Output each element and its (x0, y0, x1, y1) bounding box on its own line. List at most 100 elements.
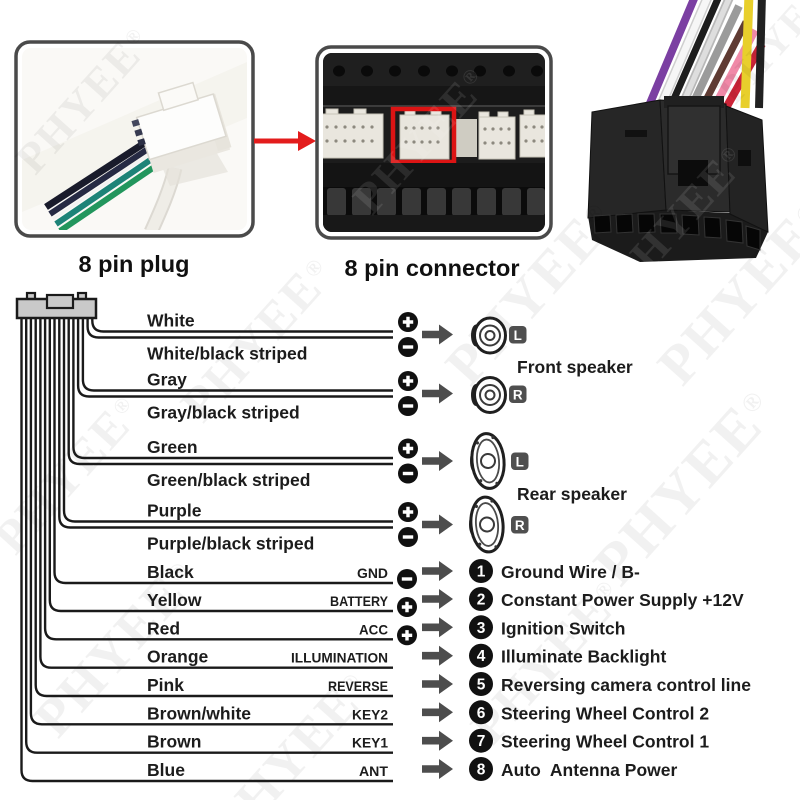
channel-badge-label: R (515, 518, 525, 533)
wire-color-label: White/black striped (147, 344, 307, 364)
arrow-icon (422, 702, 453, 723)
arrow-icon (422, 617, 453, 638)
plus-icon (396, 500, 420, 524)
minus-icon (396, 461, 420, 486)
channel-badge (511, 452, 529, 470)
wire-color-label: Purple/black striped (147, 534, 314, 554)
plus-icon (395, 623, 419, 647)
connector-photo: PHYEE® (323, 53, 545, 232)
vent-holes (333, 65, 543, 77)
wire-color-label: Brown (147, 732, 201, 752)
function-label: Steering Wheel Control 1 (501, 732, 709, 752)
arrow-icon (422, 730, 453, 751)
terminal-label: REVERSE (328, 678, 388, 694)
power-row-gnd: Black GND 1 Ground Wire / B- (147, 559, 640, 591)
speaker-pair-row-rear-left: Green Green/black striped L (147, 430, 529, 492)
wire-color-label: Blue (147, 760, 185, 780)
wire-color-label: Yellow (147, 590, 202, 610)
minus-icon (396, 335, 420, 359)
harness-connector-body: PHYEE® (587, 96, 769, 301)
plus-icon (395, 595, 419, 619)
white-socket-row (323, 108, 545, 160)
terminal-label: ACC (359, 621, 388, 637)
number-badge-label: 5 (477, 677, 486, 694)
terminal-label: KEY1 (352, 735, 388, 751)
wire-color-label: Brown/white (147, 703, 251, 723)
arrow-icon (422, 674, 453, 694)
connector-photo-card: PHYEE® (315, 45, 553, 240)
function-label: Illuminate Backlight (501, 647, 666, 667)
connector-caption: 8 pin connector (345, 255, 520, 281)
terminal-label: ILLUMINATION (291, 650, 388, 666)
number-badge (469, 757, 493, 781)
wire-color-label: Red (147, 618, 180, 638)
arrow-icon (422, 759, 453, 779)
number-badge-label: 8 (477, 762, 486, 779)
plug-photo-card (14, 40, 255, 238)
arrow-icon (422, 451, 453, 471)
arrow-icon (422, 645, 453, 666)
function-label: Ignition Switch (501, 618, 625, 638)
number-badge (469, 587, 493, 611)
wire-color-label: Black (147, 562, 194, 582)
number-badge (469, 615, 493, 640)
watermark: PHYEE® (0, 385, 153, 564)
power-row-ant: Blue ANT 8 Auto Antenna Power (147, 757, 677, 781)
speaker-pair-row-rear-right: Purple Purple/black striped R (147, 494, 529, 555)
minus-icon (395, 567, 419, 591)
harness-photo: PHYEE® (587, 0, 769, 301)
arrow-icon (422, 383, 453, 404)
number-badge-label: 7 (477, 733, 486, 750)
minus-icon (396, 525, 420, 549)
channel-badge (509, 385, 527, 403)
number-badge (469, 728, 493, 753)
wire-color-label: Green (147, 437, 198, 457)
plus-icon (396, 436, 420, 461)
number-badge-label: 2 (477, 592, 486, 609)
red-arrow-icon (254, 131, 316, 151)
power-row-battery: Yellow BATTERY 2 Constant Power Supply +… (147, 587, 744, 619)
channel-badge-label: R (513, 387, 523, 402)
arrow-icon (422, 561, 453, 581)
number-badge-label: 3 (477, 620, 486, 637)
wire-color-label: Gray (147, 370, 187, 390)
highlight-box (390, 106, 457, 165)
wire-color-label: Pink (147, 675, 184, 695)
power-row-key2: Brown/white KEY2 6 Steering Wheel Contro… (147, 700, 709, 725)
channel-badge (511, 516, 529, 534)
speaker-group-label: Rear speaker (517, 484, 627, 504)
harness-wires (642, 0, 766, 111)
function-label: Auto Antenna Power (501, 760, 677, 780)
rear-speaker-icon (467, 494, 507, 555)
channel-badge-label: L (514, 328, 522, 343)
number-badge (469, 672, 493, 696)
number-badge-label: 4 (477, 648, 486, 665)
channel-badge-label: L (516, 454, 524, 469)
pin-holes (593, 213, 761, 251)
number-badge (469, 700, 493, 725)
number-badge-label: 1 (477, 564, 486, 581)
terminal-label: KEY2 (352, 706, 388, 722)
heatsink-fins (327, 188, 545, 216)
power-row-illumination: Orange ILLUMINATION 4 Illuminate Backlig… (147, 643, 666, 668)
plug-caption: 8 pin plug (79, 251, 190, 277)
wire-color-label: Green/black striped (147, 470, 310, 490)
function-label: Reversing camera control line (501, 675, 751, 695)
arrow-icon (422, 589, 453, 609)
number-badge (469, 643, 493, 668)
channel-badge (509, 326, 527, 344)
minus-icon (396, 394, 420, 418)
number-badge (469, 559, 493, 583)
wiring-diagram: White White/black striped L Front speake… (15, 291, 751, 783)
speaker-group-label: Front speaker (517, 357, 633, 377)
rear-speaker-icon (468, 430, 508, 492)
wire-color-label: Gray/black striped (147, 403, 300, 423)
plug-wires (44, 130, 174, 230)
socket-pins (325, 125, 544, 145)
plug-body (131, 81, 232, 173)
wire-bundle (20, 317, 393, 783)
plug-photo (22, 48, 247, 230)
harness-connector-block (15, 291, 98, 320)
number-badge-label: 6 (477, 705, 486, 722)
